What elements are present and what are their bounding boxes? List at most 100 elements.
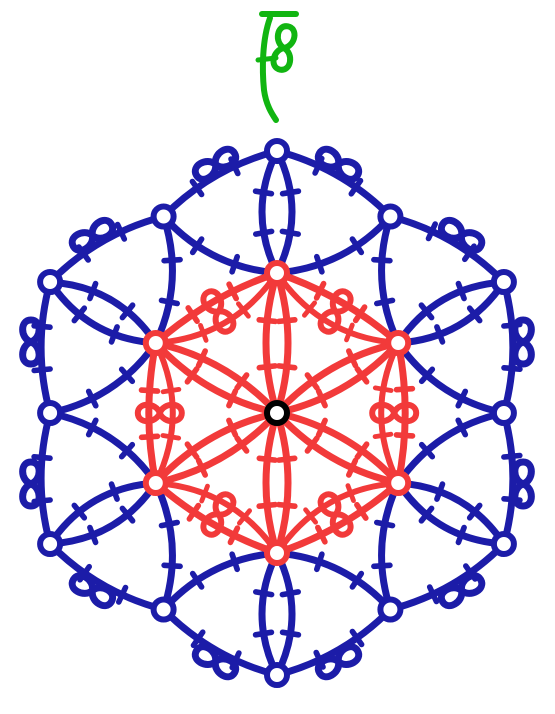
inner-petal-stroke: [273, 339, 402, 417]
stitch-tick: [189, 570, 205, 590]
stitch-tick: [425, 221, 439, 242]
stitch-tick: [393, 432, 416, 439]
stitch-tick: [87, 524, 99, 546]
chain-figure-eight: [19, 458, 43, 510]
stitch-tick: [138, 433, 161, 441]
stitch-tick: [313, 551, 325, 573]
stitch-tick: [279, 629, 302, 638]
inner-inner-arc: [274, 480, 402, 556]
outer-mid-node: [150, 596, 177, 623]
inner-round: [134, 260, 420, 566]
stitch-tick: [85, 388, 99, 409]
outer-petal-stroke: [46, 479, 160, 548]
stitch-tick: [313, 253, 325, 275]
stitch-tick: [116, 584, 129, 605]
outer-vertex-node: [37, 531, 64, 557]
outer-petal-stroke: [46, 278, 160, 347]
inner-petal-stroke: [152, 339, 281, 417]
stitch-tick: [185, 305, 200, 325]
outer-mid-node: [490, 400, 517, 426]
chain-figure-eight: [191, 145, 240, 183]
stitch-tick: [426, 584, 440, 605]
chain-figure-eight: [200, 491, 237, 538]
outer-arc-stroke: [46, 409, 160, 487]
outer-chain-loop: [437, 216, 486, 254]
stitch-tick: [229, 253, 240, 275]
outer-petal-stroke: [273, 549, 296, 679]
outer-arc-stroke: [378, 479, 402, 613]
chain-figure-eight: [437, 572, 486, 610]
stitch-tick: [31, 366, 53, 374]
stitch-tick: [186, 502, 202, 522]
outer-chain-loop: [314, 145, 363, 183]
inner-vertex-node: [385, 470, 412, 496]
inner-edge-stroke: [152, 479, 281, 557]
stitch-tick: [372, 431, 394, 440]
stitch-tick: [253, 589, 275, 598]
outer-petal-stroke: [394, 479, 508, 548]
stitch-tick: [114, 221, 128, 242]
stitch-tick: [160, 386, 182, 395]
loop-stem: [259, 15, 279, 123]
chain-figure-eight: [314, 643, 363, 681]
chain-figure-eight: [369, 401, 420, 425]
stitch-tick: [256, 316, 278, 325]
outer-arc-stroke: [160, 213, 281, 277]
outer-petal-stroke: [394, 479, 508, 548]
stitch-tick: [256, 455, 279, 463]
inner-chain-loop: [317, 288, 354, 335]
stitch-tick: [349, 628, 365, 648]
stitch-tick: [348, 177, 364, 197]
stitch-tick: [158, 519, 180, 529]
center-ring: [264, 400, 290, 426]
stitch-tick: [118, 366, 136, 385]
chain-figure-eight: [200, 288, 237, 335]
stitch-tick: [304, 372, 320, 391]
stitch-tick: [275, 363, 298, 371]
inner-chain-loop: [200, 288, 237, 335]
inner-inner-arc: [152, 340, 176, 486]
stitch-tick: [455, 280, 467, 302]
stitch-tick: [184, 441, 200, 460]
stitch-tick: [352, 304, 368, 324]
stitch-tick: [160, 433, 182, 441]
stitch-tick: [354, 501, 369, 521]
chain-figure-eight: [317, 288, 354, 335]
stitch-tick: [373, 297, 396, 307]
outer-petal-stroke: [394, 278, 508, 347]
outer-arc-stroke: [152, 479, 176, 613]
stitch-tick: [236, 508, 253, 526]
stitch-tick: [256, 501, 278, 510]
outer-chain-loop: [19, 316, 43, 368]
inner-inner-arc: [152, 270, 280, 346]
inner-petal-stroke: [262, 409, 281, 557]
stitch-tick: [303, 507, 319, 525]
stitch-tick: [345, 348, 359, 369]
stitch-tick: [252, 188, 275, 197]
stitch-tick: [118, 441, 136, 460]
inner-petal-stroke: [273, 409, 292, 557]
stitch-tick: [229, 551, 240, 573]
stitch-tick: [466, 305, 483, 324]
outer-arc-stroke: [46, 339, 160, 417]
stitch-tick: [279, 188, 302, 197]
inner-petal-stroke: [273, 339, 402, 417]
outer-petal-stroke: [46, 479, 160, 548]
stitch-tick: [85, 417, 99, 438]
stitch-tick: [252, 629, 275, 638]
stitch-tick: [349, 570, 365, 590]
stitch-tick: [279, 589, 302, 598]
outer-chain-loop: [19, 458, 43, 510]
chain-figure-eight: [317, 491, 354, 538]
stitch-tick: [373, 519, 396, 529]
stitch-tick: [226, 417, 239, 438]
stitch-tick: [256, 363, 279, 371]
stitch-tick: [315, 417, 328, 438]
stitch-tick: [235, 301, 251, 319]
outer-chain-loop: [314, 643, 363, 681]
stitch-tick: [466, 502, 483, 521]
stitch-tick: [501, 452, 523, 460]
outer-chain-loop: [191, 145, 240, 183]
stitch-tick: [158, 297, 180, 307]
